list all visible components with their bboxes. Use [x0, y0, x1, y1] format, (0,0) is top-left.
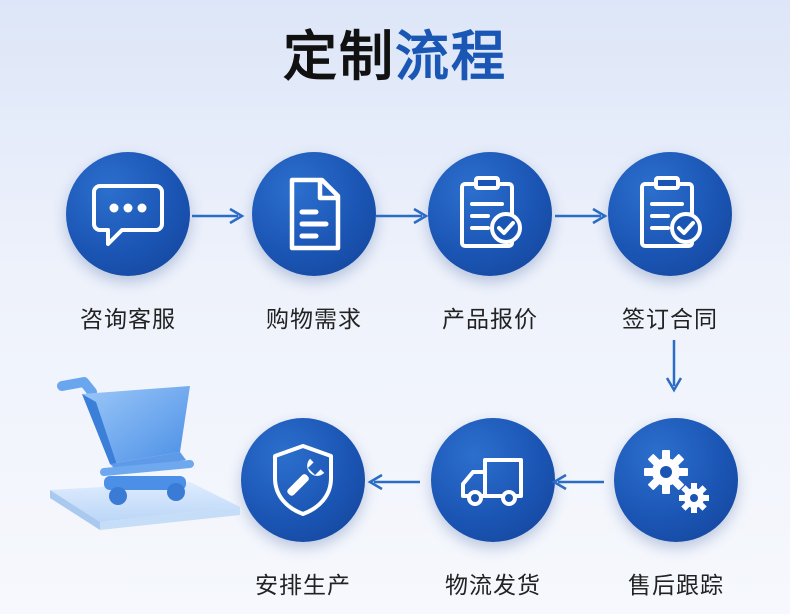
step-label: 物流发货: [445, 573, 541, 599]
step-quote: 产品报价: [410, 152, 570, 334]
step-label: 售后跟踪: [628, 573, 724, 599]
page-title: 定制流程: [0, 22, 790, 92]
step-after-sales: 售后跟踪: [596, 418, 756, 600]
step-circle: [614, 418, 738, 542]
title-part-2: 流程: [395, 25, 507, 88]
step-circle: [431, 418, 555, 542]
step-label: 购物需求: [266, 307, 362, 333]
step-label: 安排生产: [255, 573, 351, 599]
shopping-cart-icon: [50, 377, 240, 530]
step-circle: [252, 152, 376, 276]
arrow-left-icon: [367, 473, 420, 491]
arrow-down-icon: [665, 340, 683, 393]
step-circle: [608, 152, 732, 276]
arrow-right-icon: [555, 207, 608, 225]
step-consult: 咨询客服: [48, 152, 208, 334]
step-label: 签订合同: [622, 307, 718, 333]
step-circle: [241, 418, 365, 542]
shield-wrench-icon: [273, 444, 333, 516]
step-label: 咨询客服: [80, 307, 176, 333]
step-production: 安排生产: [223, 418, 383, 600]
step-shipping: 物流发货: [413, 418, 573, 600]
arrow-right-icon: [376, 207, 429, 225]
step-circle: [428, 152, 552, 276]
arrow-right-icon: [192, 207, 245, 225]
document-icon: [289, 177, 341, 251]
truck-icon: [461, 458, 523, 506]
step-label: 产品报价: [442, 307, 538, 333]
step-requirements: 购物需求: [234, 152, 394, 334]
arrow-left-icon: [551, 473, 604, 491]
clipboard-check-icon: [460, 176, 522, 248]
clipboard-check-icon: [640, 176, 702, 248]
step-circle: [66, 152, 190, 276]
gears-icon: [644, 450, 709, 513]
title-part-1: 定制: [283, 25, 395, 88]
chat-bubble-icon: [92, 184, 164, 246]
step-contract: 签订合同: [590, 152, 750, 334]
